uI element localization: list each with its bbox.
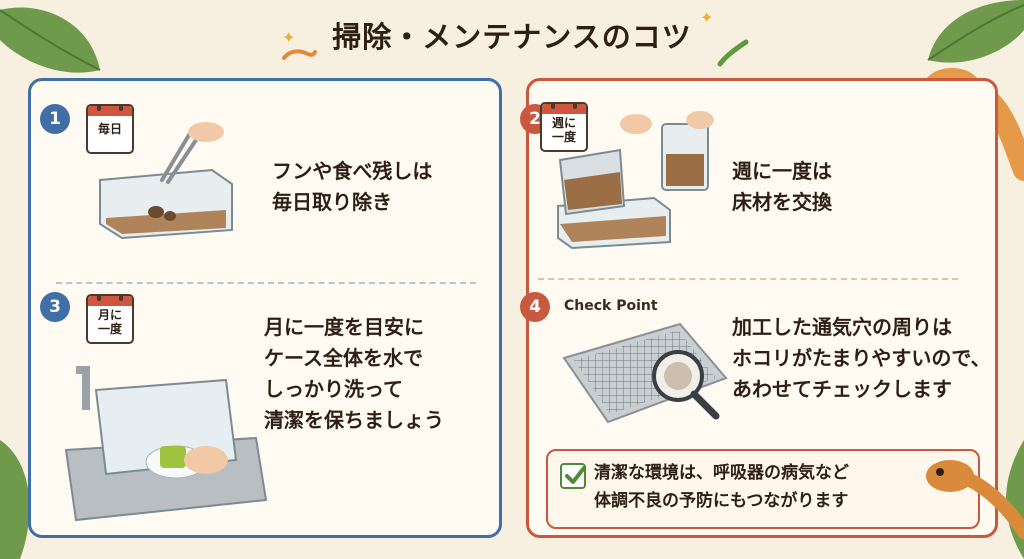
step-3-number: 3 xyxy=(40,292,70,322)
leaf-decoration-top-right xyxy=(927,0,1024,63)
step-4-number: 4 xyxy=(520,292,550,322)
step-3-text: 月に一度を目安に ケース全体を水で しっかり洗って 清潔を保ちましょう xyxy=(264,315,444,432)
step-1-number: 1 xyxy=(40,104,70,134)
bearded-dragon-illustration xyxy=(926,460,1024,539)
sparkle-icon: ✦ xyxy=(700,8,714,27)
lizard-icon xyxy=(282,49,317,60)
leaf-decoration-top-left xyxy=(0,7,101,73)
step-2-text: 週に一度は 床材を交換 xyxy=(732,159,832,214)
washing-illustration xyxy=(64,366,268,522)
mesh-vent-illustration xyxy=(562,322,728,424)
leaf-decoration-bottom-left xyxy=(0,440,30,559)
calendar-icon-monthly: 月に 一度 xyxy=(86,294,134,344)
calendar-label: 月に 一度 xyxy=(97,308,122,336)
note-text: 清潔な環境は、呼吸器の病気など 体調不良の予防にもつながります xyxy=(594,463,849,511)
lizard-icon xyxy=(717,39,749,67)
terrarium-illustration xyxy=(99,122,233,240)
calendar-label: 毎日 xyxy=(97,122,122,136)
substrate-change-illustration xyxy=(557,111,714,250)
calendar-icon-weekly: 週に 一度 xyxy=(540,102,588,152)
check-point-label: Check Point xyxy=(564,298,658,314)
right-divider xyxy=(538,278,958,280)
calendar-label: 週に 一度 xyxy=(551,116,576,144)
calendar-icon-daily: 毎日 xyxy=(86,104,134,154)
left-divider xyxy=(56,282,476,284)
step-1-text: フンや食べ残しは 毎日取り除き xyxy=(272,159,433,214)
note-box: 清潔な環境は、呼吸器の病気など 体調不良の予防にもつながります xyxy=(546,449,980,529)
checkmark-icon xyxy=(560,463,586,489)
page-title: 掃除・メンテナンスのコツ xyxy=(332,20,692,54)
title-area: 掃除・メンテナンスのコツ xyxy=(0,14,1024,56)
step-4-text: 加工した通気穴の周りは ホコリがたまりやすいので、 あわせてチェックします xyxy=(732,315,991,401)
sparkle-icon: ✦ xyxy=(282,28,296,47)
